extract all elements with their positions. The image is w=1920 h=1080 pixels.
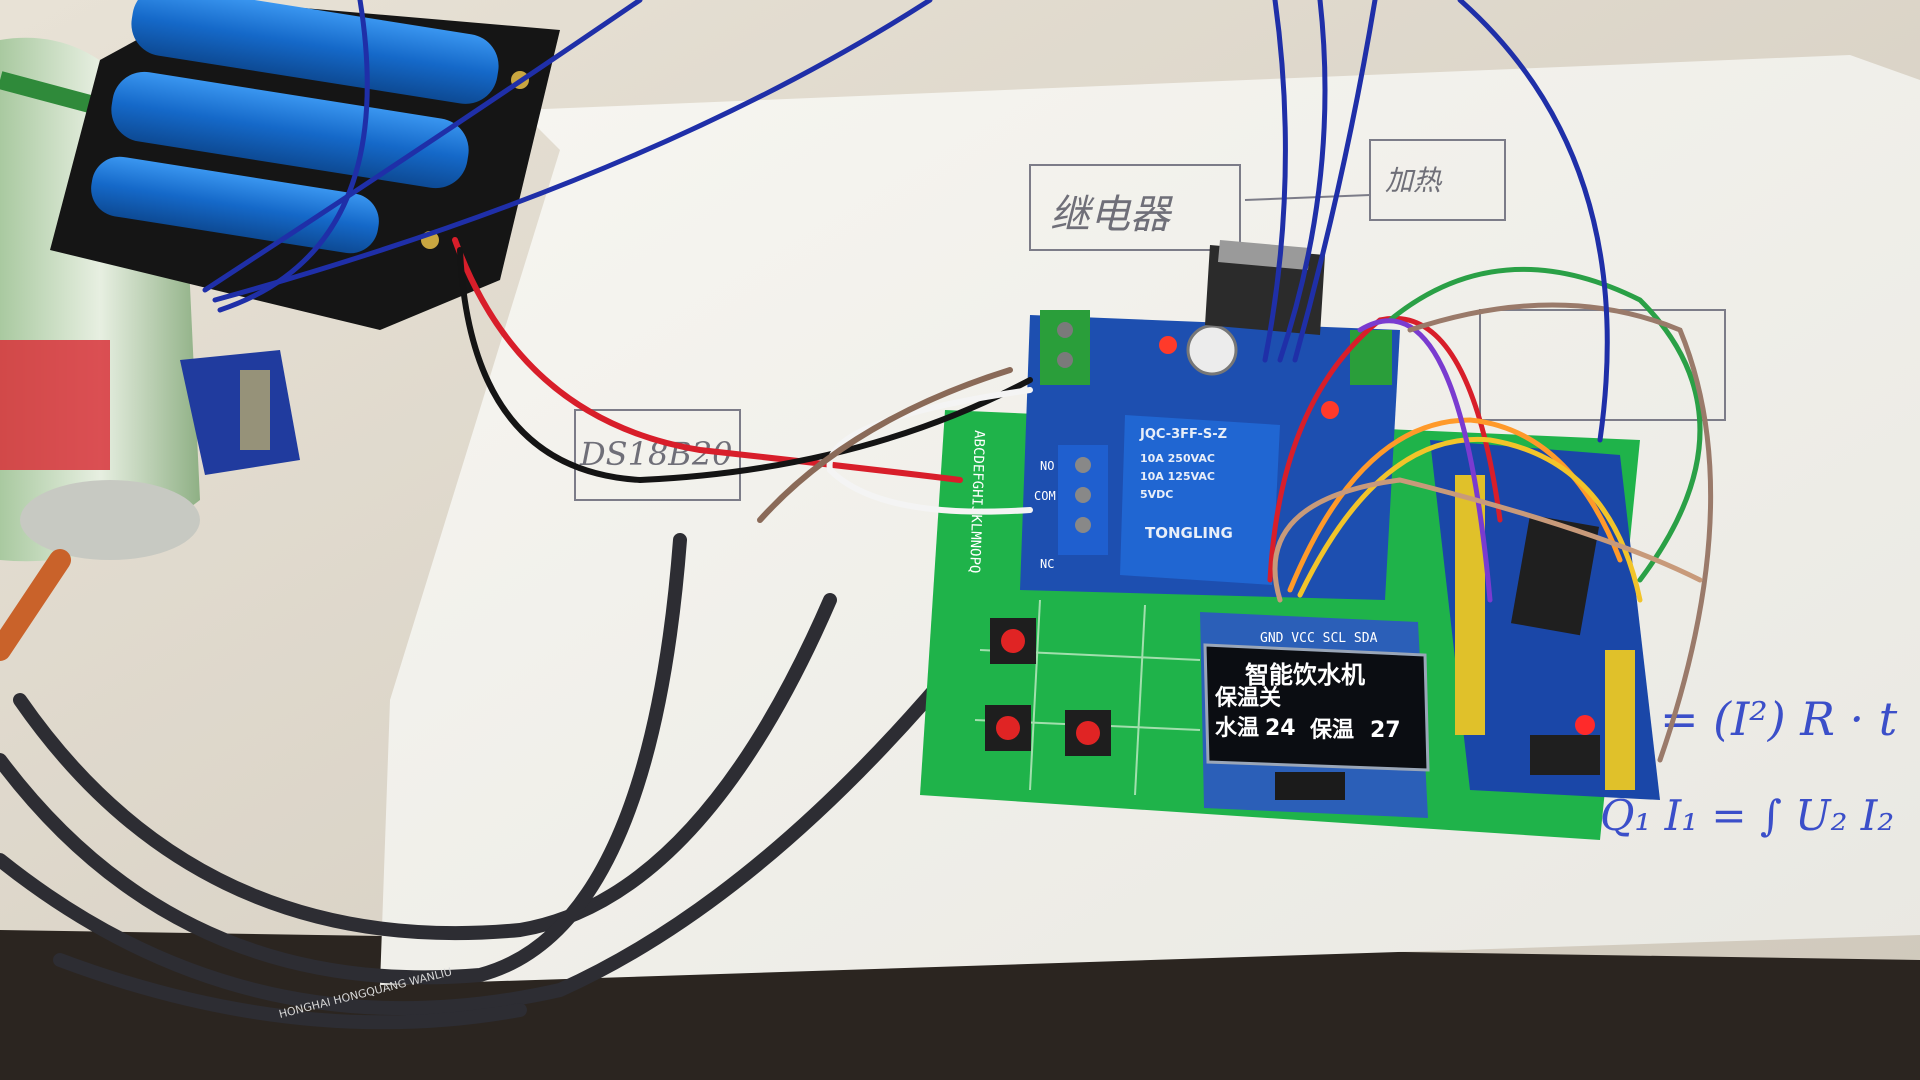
power-led xyxy=(1159,336,1177,354)
formula-line-1: = (I²) R · t xyxy=(1660,692,1898,746)
push-button-cap xyxy=(996,716,1020,740)
terminal-screw xyxy=(1075,457,1091,473)
wire-brown xyxy=(1407,302,1714,763)
oled-screen xyxy=(1203,643,1430,772)
relay-note-box xyxy=(1029,164,1241,251)
oled-line-1: 智能饮水机 xyxy=(1245,661,1365,689)
oled-display: GND VCC SCL SDA 智能饮水机 保温关 水温 24 保温 27 xyxy=(1200,612,1430,818)
status-led xyxy=(1321,401,1339,419)
oled-ribbon xyxy=(1275,772,1345,800)
oled-keep-label: 保温 xyxy=(1309,718,1354,743)
wire-blue xyxy=(202,0,643,293)
wire-blue xyxy=(1277,0,1328,363)
terminal-screw xyxy=(1057,352,1073,368)
probe-tip xyxy=(0,549,71,661)
relay-rating-1: 10A 250VAC xyxy=(1140,452,1215,465)
pcb-silkscreen: ABCDEFGHIJKLMNOPQ xyxy=(966,430,987,574)
wire-blue xyxy=(1457,0,1610,443)
oled-water-value: 24 xyxy=(1265,716,1296,741)
heater-note-text: 加热 xyxy=(1385,164,1443,197)
terminal-label-no: NO xyxy=(1040,459,1054,473)
oled-line-2: 保温关 xyxy=(1214,686,1281,711)
wire-power-red xyxy=(452,237,963,483)
relay-rating-2: 10A 125VAC xyxy=(1140,470,1215,483)
wire-white xyxy=(826,387,1033,515)
blue-wires xyxy=(202,0,1610,443)
mcu-chip xyxy=(1510,514,1600,636)
mcu-led xyxy=(1575,715,1595,735)
mcu-board xyxy=(1430,440,1660,800)
wire-yellow xyxy=(1297,436,1643,603)
terminal-screw xyxy=(1075,487,1091,503)
wire-blue xyxy=(217,0,370,313)
sensor-module-pins xyxy=(240,370,270,450)
push-button-cap xyxy=(1076,721,1100,745)
battery-cell-2 xyxy=(111,71,469,189)
can-bottom xyxy=(20,480,200,560)
capacitor xyxy=(1186,324,1238,376)
terminal-label-com: COM xyxy=(1034,489,1056,503)
paper-notes: 继电器 加热 DS18B20 = (I²) R · t Q₁ I₁ = ∫ U₂… xyxy=(574,139,1898,840)
cable xyxy=(0,653,967,1016)
battery-cell-1 xyxy=(131,0,499,104)
cable xyxy=(0,533,687,985)
screw-terminal-top xyxy=(1040,310,1090,385)
relay-note-text: 继电器 xyxy=(1050,192,1173,238)
wire-tan xyxy=(1272,477,1703,603)
cable xyxy=(13,593,837,941)
terminal-screw xyxy=(1057,322,1073,338)
terminal-label-nc: NC xyxy=(1040,557,1054,571)
relay-cube xyxy=(1120,415,1280,585)
oled-keep-value: 27 xyxy=(1370,718,1401,743)
wire-purple xyxy=(1357,318,1493,603)
push-buttons xyxy=(985,618,1111,756)
note-arrow xyxy=(1244,194,1371,201)
wire-orange xyxy=(1287,417,1623,593)
wire-blue xyxy=(212,0,933,303)
oled-water-label: 水温 xyxy=(1215,716,1259,741)
probe-cables xyxy=(0,533,967,1030)
terminal-screw xyxy=(1075,517,1091,533)
relay-rating-3: 5VDC xyxy=(1140,488,1173,501)
wire-blue xyxy=(1262,0,1288,363)
regulator-tab xyxy=(1218,240,1310,270)
relay-driver-board: NO COM NC JQC-3FF-S-Z 10A 250VAC 10A 125… xyxy=(1020,310,1400,600)
relay-model-text: JQC-3FF-S-Z xyxy=(1139,427,1227,442)
wire-brown-probe xyxy=(757,367,1013,523)
mcu-pinrow xyxy=(1530,735,1600,775)
wire-blue xyxy=(1292,0,1378,363)
small-sensor-module xyxy=(180,350,300,475)
battery-holder xyxy=(50,0,560,330)
power-wires xyxy=(452,237,1033,523)
relay-brand-text: TONGLING xyxy=(1145,524,1233,542)
temperature-probe xyxy=(0,549,71,661)
mcu-header-right xyxy=(1605,650,1635,790)
heater-note-box xyxy=(1369,139,1506,221)
cable xyxy=(53,953,527,1030)
wire-power-black xyxy=(457,247,1033,484)
push-button-cap xyxy=(1001,629,1025,653)
wire-green xyxy=(1387,266,1703,583)
oled-header-pins: GND VCC SCL SDA xyxy=(1260,631,1378,646)
can-label-red xyxy=(0,340,110,470)
battery-cell-3 xyxy=(91,156,379,254)
jumper-wires xyxy=(1267,266,1714,763)
